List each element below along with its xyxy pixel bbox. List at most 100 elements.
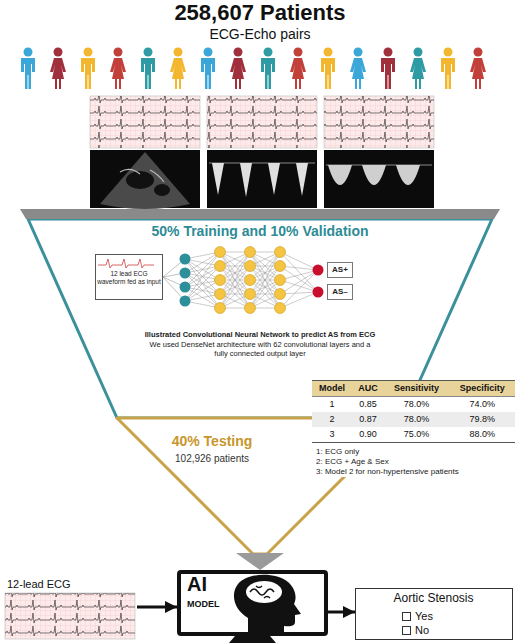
ecg-trace xyxy=(324,96,434,148)
table-row: 10.8578.0%74.0% xyxy=(312,397,515,413)
woman-icon xyxy=(110,48,126,90)
input-text: 12 lead ECG waveform fed as input xyxy=(97,270,161,285)
ai-monitor: AI MODEL xyxy=(177,570,328,636)
ecg-grid xyxy=(324,96,434,148)
output-class-box: AS+ xyxy=(327,262,353,278)
echo-chamber xyxy=(126,171,154,189)
patient-count: 102,926 patients xyxy=(127,453,297,464)
doppler-baseline xyxy=(209,163,315,164)
ecg-trace xyxy=(207,96,317,148)
ai-label: AI xyxy=(187,574,231,595)
echo-image xyxy=(90,150,200,208)
option-text: No xyxy=(415,624,429,636)
echo-sector xyxy=(100,152,190,209)
column-header: AUC xyxy=(352,381,383,397)
funnel-heading: 50% Training and 10% Validation xyxy=(28,224,492,239)
footnote: 3: Model 2 for non-hypertensive patients xyxy=(316,467,515,477)
ecg-input: 12-lead ECG xyxy=(5,578,137,640)
man-icon xyxy=(141,48,155,90)
title: 258,607 Patients xyxy=(0,0,520,26)
ecg-grid xyxy=(90,96,200,148)
results-table: ModelAUCSensitivitySpecificity10.8578.0%… xyxy=(312,380,515,443)
table-cell: 78.0% xyxy=(384,397,450,413)
woman-icon xyxy=(470,48,486,90)
option-row: No xyxy=(402,624,502,636)
woman-icon xyxy=(50,48,66,90)
echo-wall xyxy=(120,169,164,182)
footnote: 1: ECG only xyxy=(316,447,515,457)
arrow-connector xyxy=(137,606,177,609)
model-label: MODEL xyxy=(187,599,241,609)
table-header: ModelAUCSensitivitySpecificity xyxy=(312,381,515,397)
ecg-trace xyxy=(5,593,135,639)
woman-icon xyxy=(290,48,306,90)
subtitle: ECG-Echo pairs xyxy=(0,25,520,43)
doppler-image xyxy=(324,150,434,208)
ecg-strip xyxy=(207,96,317,148)
network-caption: Illustrated Convolutional Neural Network… xyxy=(88,331,432,340)
table-cell: 2 xyxy=(312,412,352,427)
table-cell: 0.87 xyxy=(352,412,383,427)
man-icon xyxy=(261,48,275,90)
monitor-stand xyxy=(229,636,276,643)
table-cell: 79.8% xyxy=(449,412,515,427)
output-class-box: AS– xyxy=(327,284,353,300)
network-description: We used DenseNet architecture with 62 co… xyxy=(145,341,375,358)
ecg-grid xyxy=(207,96,317,148)
column-header: Specificity xyxy=(449,381,515,397)
table-cell: 78.0% xyxy=(384,412,450,427)
man-icon xyxy=(321,48,335,90)
flow-arrow xyxy=(236,553,284,570)
class-label: AS– xyxy=(328,287,352,296)
table-row: 20.8778.0%79.8% xyxy=(312,412,515,427)
bottom-ecg xyxy=(5,593,135,639)
trapezoid-shape xyxy=(117,418,403,554)
doppler-envelope xyxy=(328,165,420,185)
arrow-connector xyxy=(328,611,355,614)
input-heading: 12-lead ECG xyxy=(7,578,135,590)
option-row: Yes xyxy=(402,610,502,622)
input-box: 12 lead ECG waveform fed as input xyxy=(95,254,163,300)
table-cell: 74.0% xyxy=(449,397,515,413)
result-heading: Aortic Stenosis xyxy=(356,592,511,605)
table-cell: 1 xyxy=(312,397,352,413)
woman-icon xyxy=(350,48,366,90)
man-icon xyxy=(381,48,395,90)
option-text: Yes xyxy=(415,610,433,622)
ecg-echo-panels xyxy=(90,96,434,209)
checkbox xyxy=(402,612,411,621)
column-header: Model xyxy=(312,381,352,397)
man-icon xyxy=(441,48,455,90)
column-header: Sensitivity xyxy=(384,381,450,397)
ecg-strip xyxy=(324,96,434,148)
man-icon xyxy=(201,48,215,90)
table-cell: 75.0% xyxy=(384,427,450,443)
woman-icon xyxy=(410,48,426,90)
man-icon xyxy=(21,48,35,90)
ecg-strip xyxy=(90,96,200,148)
result-box: Aortic StenosisYesNo xyxy=(355,588,513,640)
woman-icon xyxy=(170,48,186,90)
table-cell: 3 xyxy=(312,427,352,443)
doppler-image xyxy=(207,150,317,208)
checkbox xyxy=(402,626,411,635)
footnote: 2: ECG + Age & Sex xyxy=(316,457,515,467)
echo-chamber xyxy=(154,184,170,196)
man-icon xyxy=(81,48,95,90)
trapezoid-shape xyxy=(28,219,492,418)
ecg-strip xyxy=(5,593,135,639)
ecg-trace xyxy=(90,96,200,148)
table-cell: 0.90 xyxy=(352,427,383,443)
table-cell: 0.85 xyxy=(352,397,383,413)
doppler-envelope xyxy=(212,163,308,197)
results-table-block: ModelAUCSensitivitySpecificity10.8578.0%… xyxy=(312,380,515,477)
woman-icon xyxy=(230,48,246,90)
ecg-grid xyxy=(5,593,135,639)
funnel-heading: 40% Testing xyxy=(127,434,297,449)
table-footnotes: 1: ECG only2: ECG + Age & Sex3: Model 2 … xyxy=(312,443,515,477)
table-row: 30.9075.0%88.0% xyxy=(312,427,515,443)
table-cell: 88.0% xyxy=(449,427,515,443)
doppler-baseline xyxy=(326,165,432,166)
patient-icons xyxy=(21,48,486,90)
